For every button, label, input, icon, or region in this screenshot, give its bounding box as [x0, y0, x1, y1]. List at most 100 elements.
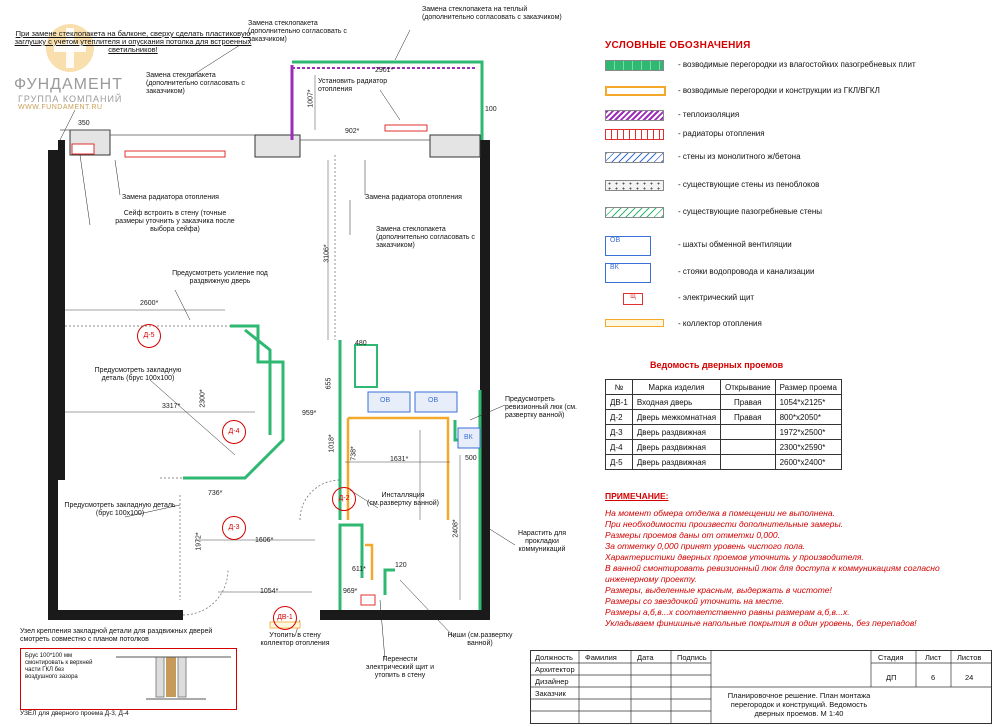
dim-1054: 1054* [260, 588, 279, 595]
dim-738: 738* [350, 446, 358, 461]
door-schedule-title: Ведомость дверных проемов [650, 360, 784, 370]
foam-block-swatch [605, 180, 664, 191]
table-cell [720, 454, 776, 470]
table-cell [720, 439, 776, 455]
remark-line: На момент обмера отделка в помещении не … [605, 508, 835, 518]
shield-note: Перенести электрический щит и утопить в … [365, 656, 435, 679]
col-header: Размер проема [774, 379, 842, 395]
electric-shield-swatch: Щ [623, 293, 643, 305]
dim-2300: 2300* [199, 389, 207, 408]
node-section-sketch [116, 656, 231, 700]
dim-2408: 2408* [452, 519, 460, 538]
dim-120: 120 [395, 562, 407, 569]
remark-line: Размеры проемов даны от отметки 0,000. [605, 530, 780, 540]
stamp-architect: Архитектор [535, 665, 575, 674]
balcony-outline [60, 129, 430, 141]
table-cell: Д-3 [605, 424, 633, 440]
remark-line: Укладываем финишные напольные покрытия в… [605, 618, 917, 628]
balcony-warning-note: При замене стеклопакета на балконе, свер… [14, 29, 252, 54]
remark-line: Размеры со звездочкой уточнить на месте. [605, 596, 785, 606]
table-cell: Правая [720, 409, 776, 425]
installation-note: Инсталляция (см.развертку ванной) [367, 492, 439, 507]
dim-1007: 1007* [307, 89, 315, 108]
stamp-grid [531, 651, 991, 723]
door-marker-dv1: ДВ-1 [273, 606, 297, 630]
stamp-designer: Дизайнер [535, 677, 569, 686]
vent-ov-1: ОВ [380, 397, 391, 404]
glass-top-note: Замена стеклопакета (дополнительно согла… [248, 20, 347, 43]
table-cell: Дверь раздвижная [631, 439, 722, 455]
dim-1018: 1018* [328, 434, 336, 453]
remark-line: В ванной смонтировать ревизионный люк дл… [605, 563, 940, 584]
vent-shaft-swatch: ОВ [605, 236, 651, 256]
dim-3317: 3317* [162, 403, 181, 410]
stamp-sheets-header: Листов [957, 653, 982, 662]
dim-2600: 2600* [140, 300, 159, 307]
stamp-sheet-header: Лист [925, 653, 942, 662]
table-row: Д-5 Дверь раздвижная 2600*х2400* [605, 454, 842, 470]
insulation-swatch [605, 110, 664, 121]
legend-title: УСЛОВНЫЕ ОБОЗНАЧЕНИЯ [605, 40, 751, 51]
door-marker-d4: Д-4 [222, 420, 246, 444]
remarks-title: ПРИМЕЧАНИЕ: [605, 491, 669, 501]
embed-note-2: Предусмотреть закладную деталь (брус 100… [64, 502, 176, 517]
dim-500: 500 [465, 455, 477, 462]
table-cell: 1972*х2500* [774, 424, 842, 440]
table-cell: Входная дверь [631, 394, 722, 410]
dim-959: 959* [302, 410, 317, 417]
legend-label: - существующие пазогребневые стены [678, 207, 823, 216]
logo-emblem [46, 24, 94, 72]
dim-2901: 2901* [375, 67, 394, 74]
stamp-customer: Заказчик [535, 689, 566, 698]
collector-note: Утопить в стену коллектор отопления [260, 632, 330, 647]
safe-note: Сейф встроить в стену (точные размеры ут… [115, 210, 235, 233]
radiator-left-note: Замена радиатора отопления [122, 194, 219, 201]
remark-line: Размеры а,б,в...х соответственно равны р… [605, 607, 850, 617]
node-detail-text: Брус 100*100 мм смонтировать к верхней ч… [25, 653, 93, 680]
title-stamp: Должность Фамилия Дата Подпись Архитекто… [530, 650, 992, 724]
table-row: Д-2 Дверь межкомнатная Правая 800*х2050* [605, 409, 842, 425]
table-cell: Д-5 [605, 454, 633, 470]
node-warning-note: Узел крепления закладной детали для разд… [20, 628, 213, 643]
dim-736: 736* [208, 490, 223, 497]
dim-655: 655 [325, 377, 333, 390]
dim-1972: 1972* [195, 532, 203, 551]
install-radiator-note: Установить радиатор отопления [318, 78, 388, 93]
dim-3106: 3106* [323, 244, 331, 263]
remark-line: При необходимости произвести дополнитель… [605, 519, 844, 529]
glass-right-note: Замена стеклопакета (дополнительно согла… [376, 226, 475, 249]
radiator-right-note: Замена радиатора отопления [365, 194, 462, 201]
table-cell: ДВ-1 [605, 394, 633, 410]
stamp-sign-header: Подпись [677, 653, 707, 662]
legend-label: - возводимые перегородки и конструкции и… [678, 86, 880, 95]
table-cell: Правая [720, 394, 776, 410]
legend-label: - стены из монолитного ж/бетона [678, 152, 801, 161]
table-cell: Д-2 [605, 409, 633, 425]
dim-611: 611* [352, 566, 366, 573]
concrete-swatch [605, 152, 664, 163]
embed-note-1: Предусмотреть закладную деталь (брус 100… [94, 367, 182, 382]
col-header: Открывание [720, 379, 776, 395]
green-partition-swatch [605, 60, 664, 71]
stamp-name-header: Фамилия [585, 653, 617, 662]
stamp-role-header: Должность [535, 653, 573, 662]
door-marker-d3: Д-3 [222, 516, 246, 540]
extend-note: Нарастить для прокладки коммуникаций [517, 530, 567, 553]
dim-1631: 1631* [390, 456, 409, 463]
remark-line: За отметку 0,000 принят уровень чистого … [605, 541, 806, 551]
table-header-row: № Марка изделия Открывание Размер проема [605, 379, 842, 395]
node-caption: УЗЕЛ для дверного проема Д-3, Д-4 [20, 710, 129, 717]
remark-line: Размеры, выделенные красным, выдержать в… [605, 585, 832, 595]
dim-902: 902* [345, 128, 360, 135]
legend-label: - радиаторы отопления [678, 129, 765, 138]
stamp-title: Планировочное решение. План монтажа пере… [727, 691, 871, 718]
glass-left-note: Замена стеклопакета (дополнительно согла… [146, 72, 245, 95]
table-row: ДВ-1 Входная дверь Правая 1054*х2125* [605, 394, 842, 410]
table-cell: Дверь раздвижная [631, 424, 722, 440]
stamp-stage-header: Стадия [878, 653, 904, 662]
legend-label: - стояки водопровода и канализации [678, 267, 815, 276]
door-marker-d2: Д-2 [332, 487, 356, 511]
dim-1606: 1606* [255, 537, 274, 544]
table-row: Д-4 Дверь раздвижная 2300*х2590* [605, 439, 842, 455]
table-cell [720, 424, 776, 440]
